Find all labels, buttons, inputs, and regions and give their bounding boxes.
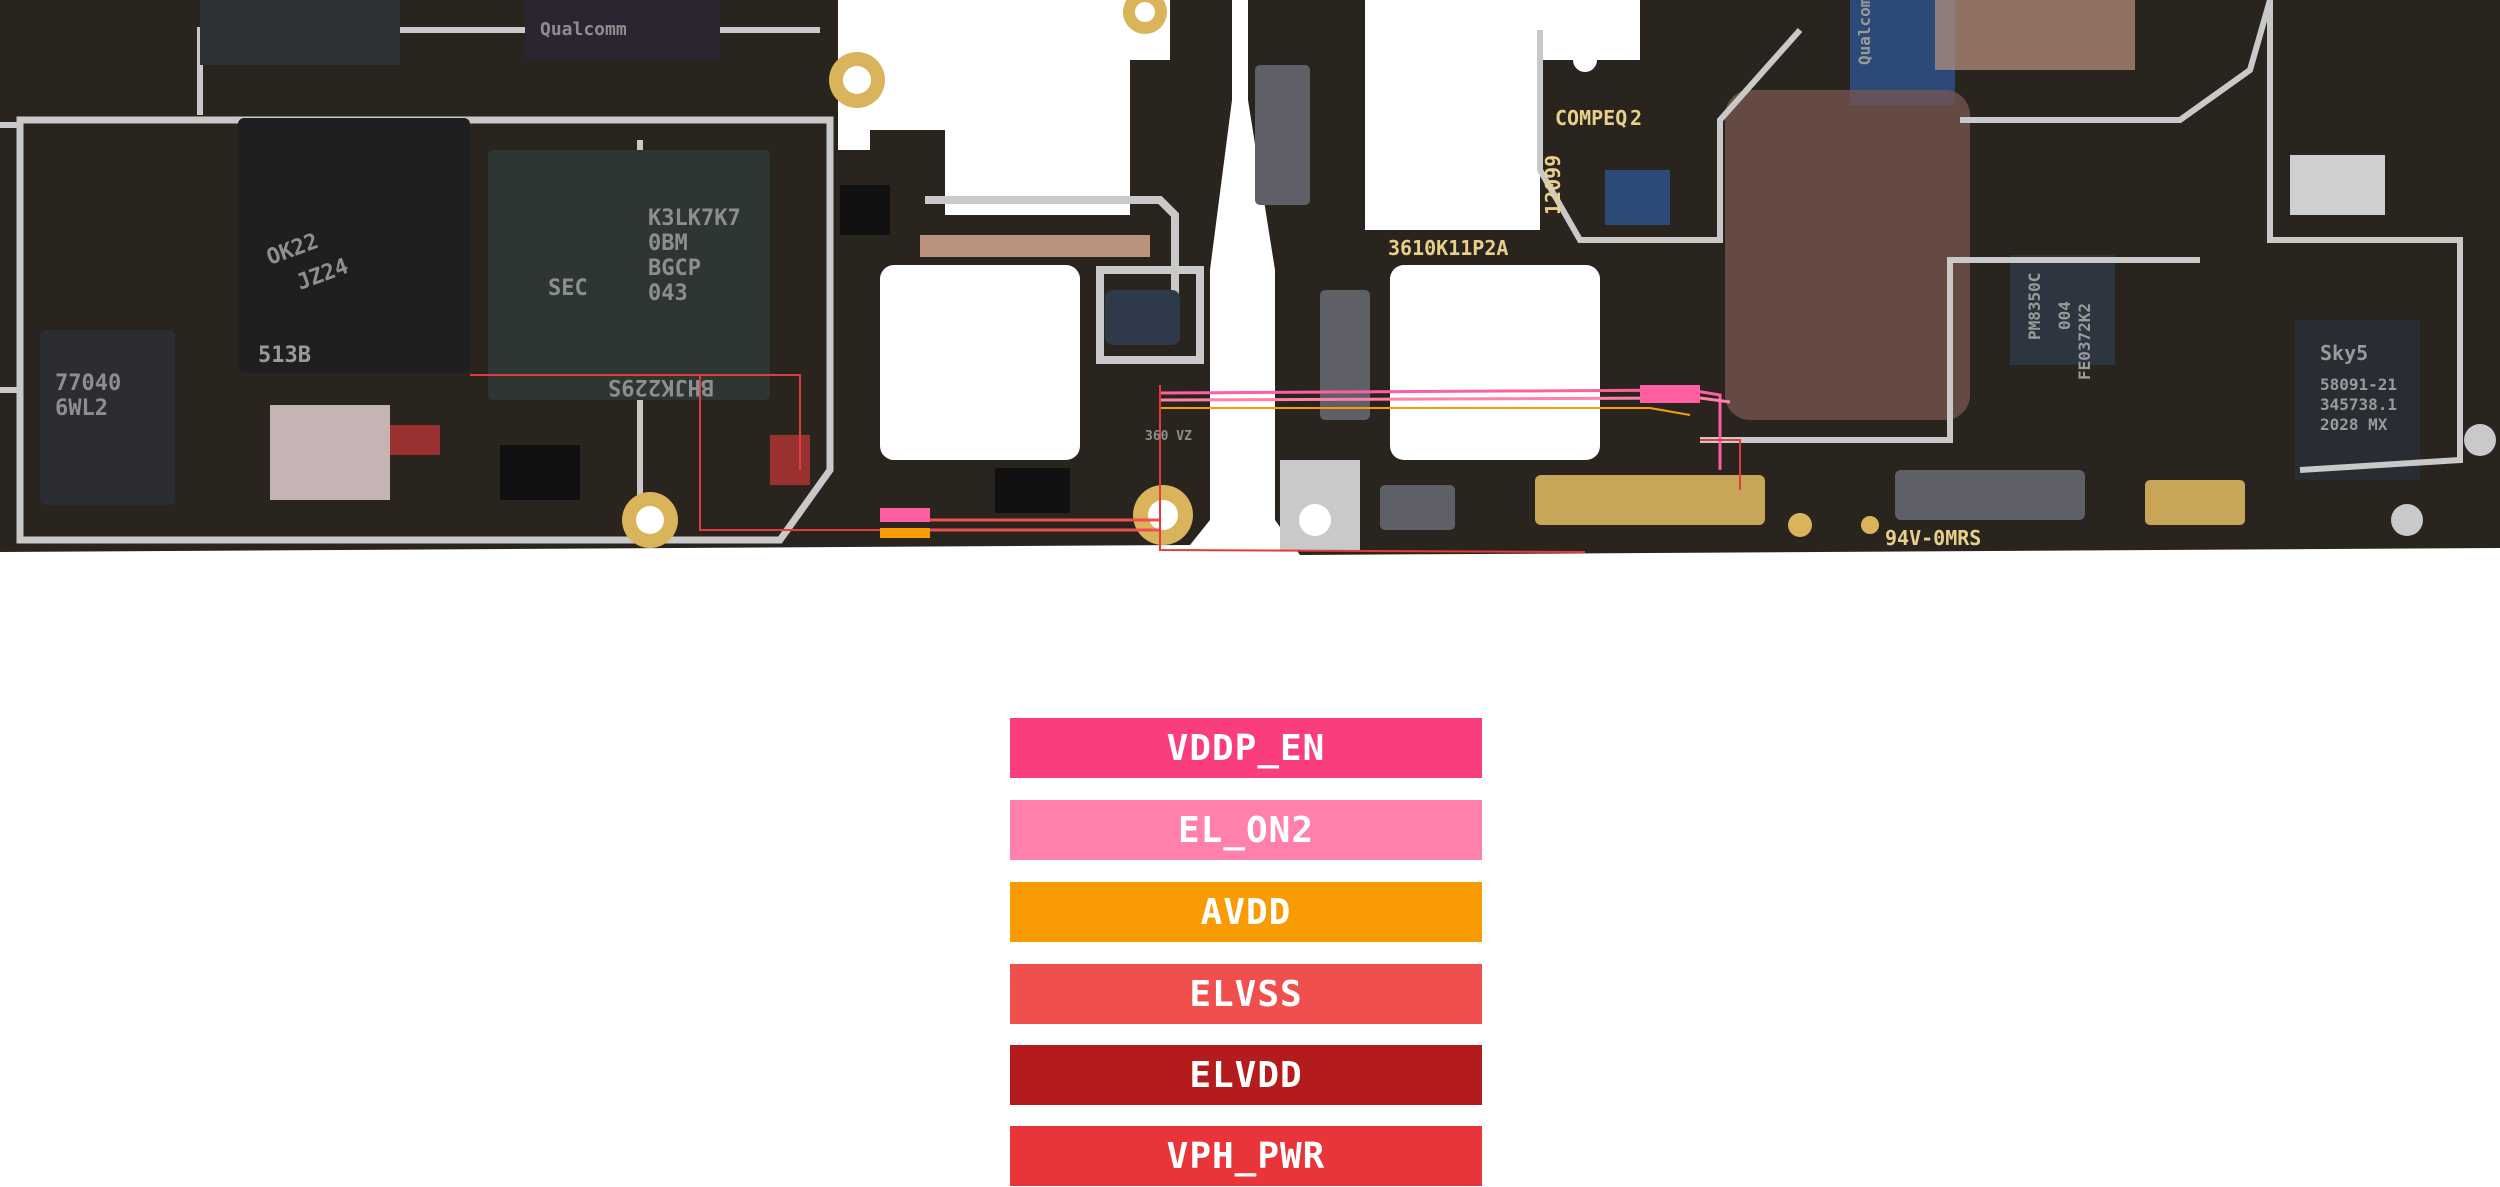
top-left-chip [200, 0, 400, 65]
chip-text: 6WL2 [55, 396, 108, 421]
gold-pad [1861, 516, 1879, 534]
gold-pad [1788, 513, 1812, 537]
tiny-connector [2145, 480, 2245, 525]
copper-region [1725, 90, 1970, 420]
chip-text: 345738.1 [2320, 395, 2397, 414]
chip-text: Qualcomm [540, 19, 627, 40]
bottom-connector-right [1895, 470, 2085, 520]
bga-grid [270, 405, 390, 500]
trace-avdd [1160, 407, 1691, 416]
chip-text: 2028 MX [2320, 415, 2388, 434]
chip-text: K3LK7K7 [648, 206, 741, 231]
mid-right-chip [1605, 170, 1670, 225]
sky-chip [2295, 320, 2420, 480]
highlight-pad [880, 508, 930, 522]
silkscreen-text: COMPEQ [1555, 106, 1627, 130]
chip-text: 004 [2055, 301, 2074, 330]
trace-vph-pwr [1159, 385, 1741, 553]
left-cutout-top [838, 0, 1130, 215]
right-cutout-window [1390, 265, 1600, 460]
legend-avdd: AVDD [1010, 882, 1482, 942]
chip-text: SEC [548, 276, 588, 301]
chip-text: 513B [258, 343, 311, 368]
pmic-chip [2010, 255, 2115, 365]
small-connector [1380, 485, 1455, 530]
right-shield-outline [1537, 0, 2463, 473]
mount-hole [1573, 48, 1597, 72]
chip-text: Qualcomm [1855, 0, 1874, 65]
mount-hole-center [636, 506, 664, 534]
silkscreen-text: 12099 [1541, 155, 1565, 215]
left-flex-silver [925, 196, 1204, 364]
right-copper-top [1935, 0, 2135, 70]
right-cutout-top [1365, 0, 1640, 230]
bottom-connector-gold [1535, 475, 1765, 525]
silkscreen-text: 2 [1630, 106, 1642, 130]
silkscreen-text: 94V-0MRS [1885, 526, 1981, 550]
far-left-chip [40, 330, 175, 505]
small-chip-mid [840, 185, 890, 235]
chip-text: 360 VZ [1145, 429, 1192, 444]
highlight-pad [1640, 385, 1700, 403]
trace-vddp-en [1159, 388, 1722, 470]
chip-text: 58091-21 [2320, 375, 2397, 394]
highlight-pad [770, 435, 810, 485]
highlight-pad [390, 425, 440, 455]
chip-text: 043 [648, 281, 688, 306]
legend-elvss: ELVSS [1010, 964, 1482, 1024]
chip-text: 0BM [648, 231, 688, 256]
connector-mid [1320, 290, 1370, 420]
highlight-pad [880, 528, 930, 538]
small-chip-left [500, 445, 580, 500]
mount-hole-center [843, 66, 871, 94]
chip-text: BHJK229S [608, 374, 714, 399]
left-cutout-window [880, 265, 1080, 460]
mount-hole-center [1135, 2, 1155, 22]
legend-vph-pwr: VPH_PWR [1010, 1126, 1482, 1186]
chip-text: 77040 [55, 371, 121, 396]
left-shield-outline [16, 116, 834, 544]
bottom-chip [995, 468, 1070, 513]
mount-hole [1299, 504, 1331, 536]
coax-connector [2464, 424, 2496, 456]
chip-text: Sky5 [2320, 341, 2368, 365]
highlight-traces [390, 374, 1741, 553]
chip-text: PM8350C [2025, 273, 2044, 340]
mount-hole-center [1148, 500, 1178, 530]
flex-chip [1105, 290, 1180, 345]
cpu-package [238, 118, 470, 373]
legend-el-on2: EL_ON2 [1010, 800, 1482, 860]
copper-pad-strip [920, 235, 1150, 257]
silkscreen-text: 3610K11P2A [1388, 236, 1508, 260]
chip-text: BGCP [648, 256, 701, 281]
qualcomm-left-chip [525, 0, 720, 60]
memory-package [488, 150, 770, 400]
legend-vddp-en: VDDP_EN [1010, 718, 1482, 778]
connector-top [1255, 65, 1310, 205]
pcb-board-photo: OK22 JZ24 513B K3LK7K7 0BM BGCP 043 SEC … [0, 0, 2500, 555]
legend-elvdd: ELVDD [1010, 1045, 1482, 1105]
coax-connector [2391, 504, 2423, 536]
chip-text: FE0372K2 [2075, 303, 2094, 380]
right-qr-chip [2290, 155, 2385, 215]
